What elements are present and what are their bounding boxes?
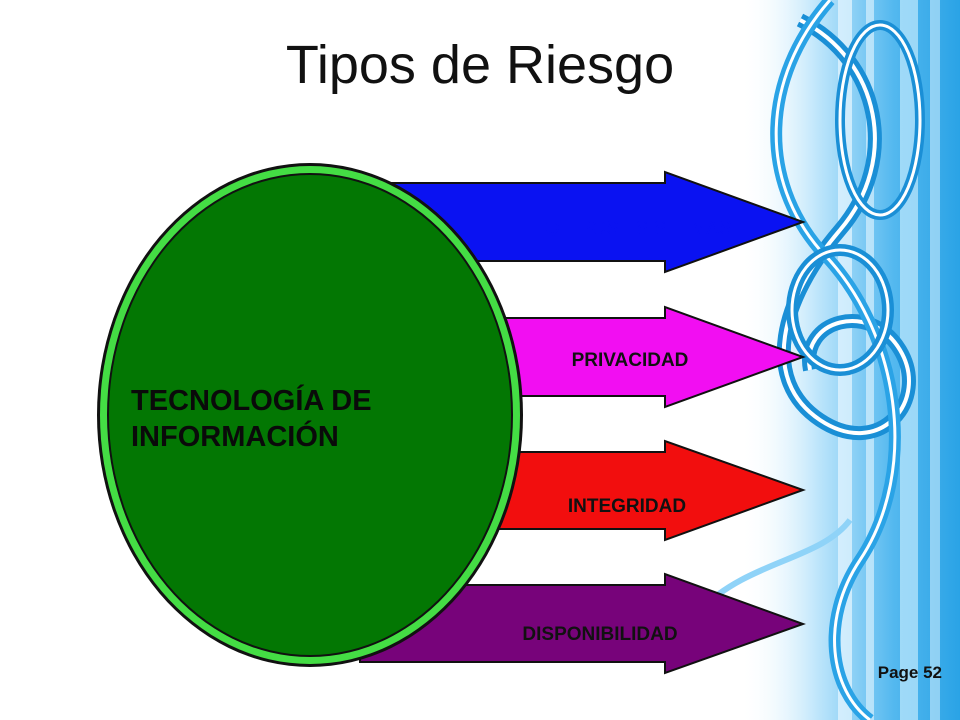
arrow-label: EQUIPOS - SISTEMAS [532, 218, 732, 239]
ellipse-fill [109, 175, 511, 655]
arrow-shape [359, 572, 806, 675]
arrow-equipos-sistemas: EQUIPOS - SISTEMAS [359, 170, 806, 274]
arrow-label: INTEGRIDAD [568, 496, 686, 517]
swirl-loop-highlight [838, 23, 922, 217]
page-number: Page 52 [877, 663, 942, 682]
arrow-label: DISPONIBILIDAD [522, 624, 677, 645]
slide-title: Tipos de Riesgo [285, 35, 675, 95]
center-label-line2: INFORMACIÓN [131, 421, 339, 453]
central-ellipse [97, 163, 523, 667]
swirl-loop-highlight [790, 248, 890, 372]
arrow-disponibilidad: DISPONIBILIDAD [359, 572, 806, 675]
arrow-label: PRIVACIDAD [572, 350, 689, 371]
center-label-line1: TECNOLOGÍA DE [131, 385, 372, 417]
swirl-highlight [774, 0, 897, 720]
center-label: TECNOLOGÍA DE INFORMACIÓN [131, 383, 372, 455]
stripe [930, 0, 940, 720]
